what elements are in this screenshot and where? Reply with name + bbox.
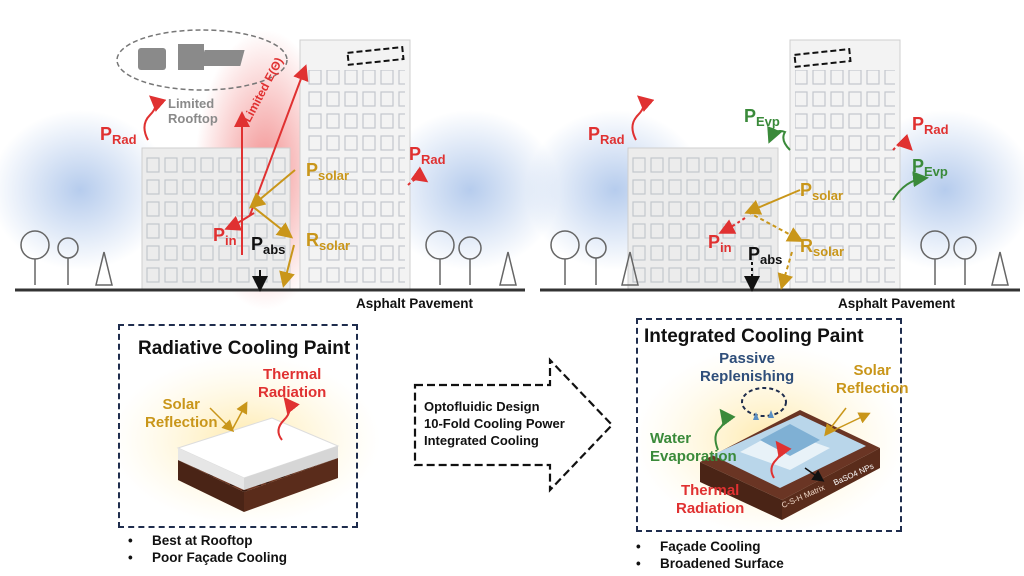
right-p-evp-label: PEvp — [744, 106, 780, 129]
arrow-line-1: Optofluidic Design — [424, 399, 540, 414]
bullet-item: Best at Rooftop — [128, 532, 287, 549]
arrow-text: Optofluidic Design 10-Fold Cooling Power… — [424, 398, 565, 449]
right-thermal-radiation: Thermal Radiation — [676, 482, 744, 518]
rooftop-ellipse — [116, 29, 288, 91]
right-bullets: Façade Cooling Broadened Surface — [636, 538, 784, 572]
bullet-item: Façade Cooling — [636, 538, 784, 555]
water-evaporation-line2: Evaporation — [650, 448, 737, 465]
right-p-abs-label: Pabs — [748, 244, 783, 267]
arrow-line-2: 10-Fold Cooling Power — [424, 416, 565, 431]
right-solar-reflection: Solar Reflection — [836, 362, 909, 398]
left-ground-label: Asphalt Pavement — [356, 296, 474, 311]
right-p-in-label: Pin — [708, 232, 732, 255]
passive-line1: Passive — [719, 350, 776, 367]
right-p-rad-right-label: PRad — [912, 114, 949, 137]
left-thermal-radiation-line1: Thermal — [262, 366, 322, 383]
right-thermal-radiation-line1: Thermal — [680, 482, 740, 499]
left-panel-box — [118, 324, 358, 528]
left-solar-reflection: Solar Reflection — [145, 396, 218, 432]
left-r-solar-label: Rsolar — [306, 230, 351, 253]
left-panel-title: Radiative Cooling Paint — [138, 338, 351, 359]
left-solar-reflection-line1: Solar — [162, 396, 201, 413]
right-panel-box — [636, 318, 902, 532]
right-scene — [525, 39, 1024, 292]
roof-strip — [346, 46, 405, 66]
left-bullets: Best at Rooftop Poor Façade Cooling — [128, 532, 287, 566]
left-p-solar-label: Psolar — [306, 160, 350, 183]
right-p-solar-label: Psolar — [800, 180, 844, 203]
left-thermal-radiation: Thermal Radiation — [258, 366, 326, 402]
right-panel-title: Integrated Cooling Paint — [644, 326, 864, 347]
right-r-solar-label: Rsolar — [800, 236, 845, 259]
water-evaporation-line1: Water — [650, 430, 692, 447]
left-panel-graphics — [110, 355, 380, 525]
rooftop-note-line1: Limited — [168, 96, 215, 111]
right-thermal-radiation-line2: Radiation — [676, 500, 745, 517]
water-evaporation: Water Evaporation — [650, 430, 737, 466]
passive-replenishing: Passive Replenishing — [700, 350, 794, 386]
left-thermal-radiation-line2: Radiation — [258, 384, 327, 401]
bullet-item: Poor Façade Cooling — [128, 549, 287, 566]
right-solar-reflection-line1: Solar — [853, 362, 892, 379]
rooftop-note: Limited Rooftop — [168, 96, 218, 126]
left-scene — [0, 29, 560, 310]
left-p-rad-label: PRad — [100, 124, 137, 147]
right-panel-graphics — [635, 345, 905, 535]
factory-icon — [178, 44, 204, 70]
tank-icon — [138, 48, 166, 70]
transition-arrow — [413, 357, 614, 493]
right-p-evp-right-label: PEvp — [912, 156, 948, 179]
right-p-rad-label: PRad — [588, 124, 625, 147]
right-ground-label: Asphalt Pavement — [838, 296, 956, 311]
bullet-item: Broadened Surface — [636, 555, 784, 572]
roof-strip — [793, 48, 852, 68]
left-p-abs-label: Pabs — [251, 234, 286, 257]
passive-line2: Replenishing — [700, 368, 795, 385]
left-solar-reflection-line2: Reflection — [145, 414, 218, 431]
left-p-rad-right-label: PRad — [409, 144, 446, 167]
right-solar-reflection-line2: Reflection — [836, 380, 909, 397]
rooftop-note-line2: Rooftop — [168, 111, 218, 126]
left-p-in-label: Pin — [213, 225, 237, 248]
arrow-line-3: Integrated Cooling — [424, 433, 539, 448]
solar-panel-icon — [200, 50, 245, 66]
